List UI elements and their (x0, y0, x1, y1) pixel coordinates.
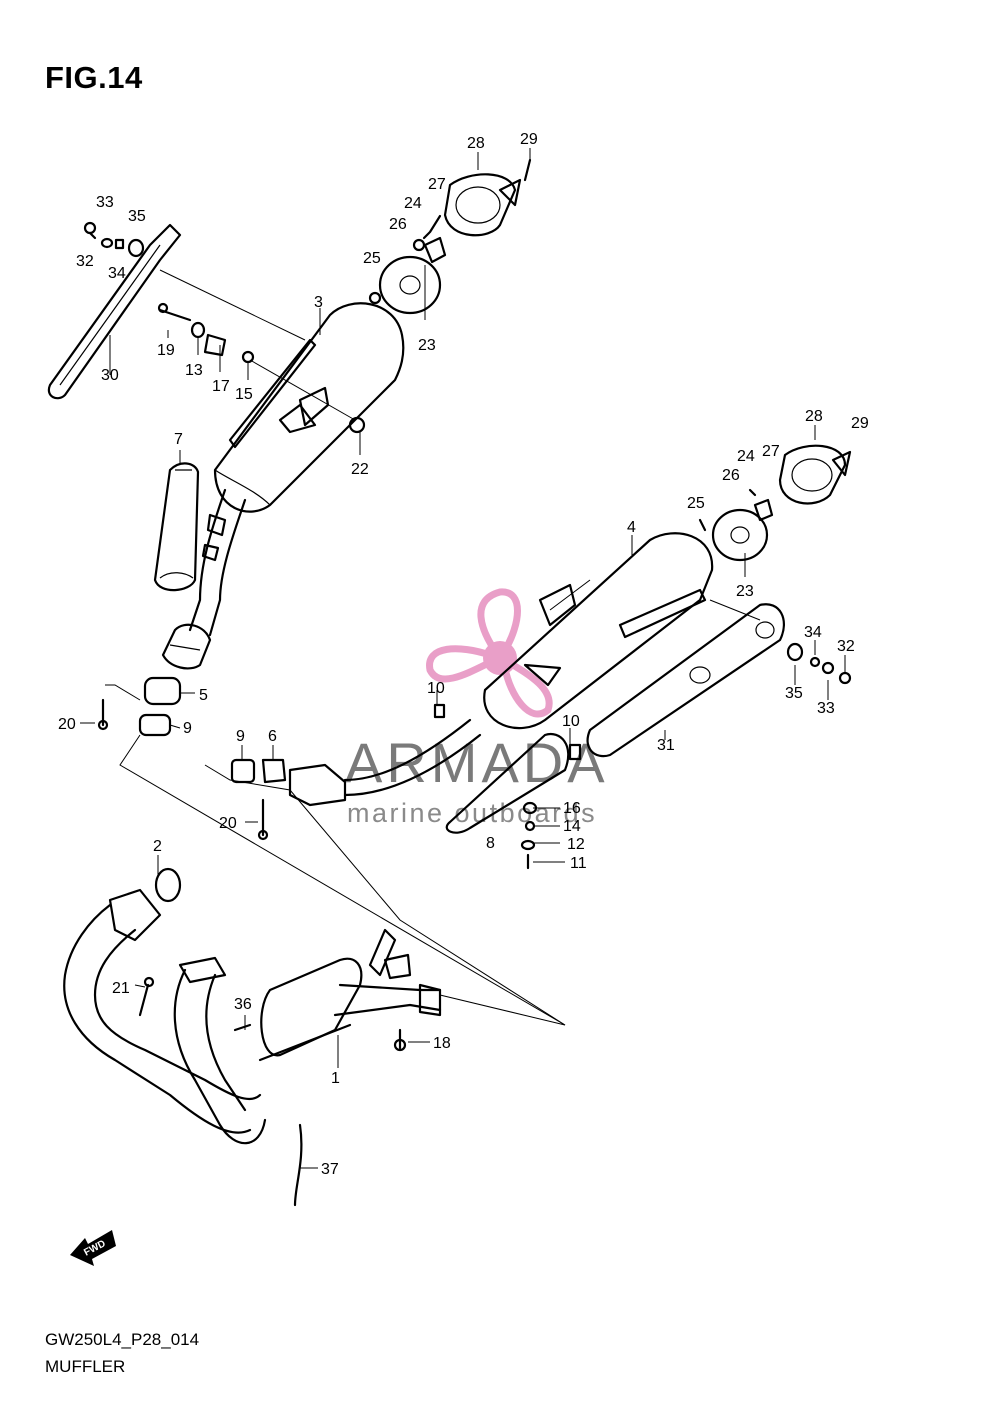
callout-12: 12 (567, 836, 585, 853)
right-end-cap (711, 444, 852, 562)
callout-37: 37 (321, 1161, 339, 1178)
callout-35a: 35 (128, 208, 146, 225)
callout-leaders (80, 148, 846, 1169)
callout-10b: 10 (562, 713, 580, 730)
callout-17: 17 (212, 378, 230, 395)
callout-27a: 27 (428, 176, 446, 193)
callout-29b: 29 (851, 415, 869, 432)
callout-27b: 27 (762, 443, 780, 460)
callout-19: 19 (157, 342, 175, 359)
forward-direction-icon: FWD (70, 1230, 116, 1266)
watermark-propeller-icon (426, 588, 553, 718)
callout-26a: 26 (389, 216, 407, 233)
callout-35b: 35 (785, 685, 803, 702)
callout-23a: 23 (418, 337, 436, 354)
callout-26b: 26 (722, 467, 740, 484)
callout-34b: 34 (804, 624, 822, 641)
callout-28b: 28 (805, 408, 823, 425)
front-exhaust-pipe (63, 867, 442, 1145)
callout-4: 4 (627, 519, 636, 536)
watermark-brand: ARMADA (345, 731, 609, 794)
callout-20b: 20 (219, 815, 237, 832)
callout-28a: 28 (467, 135, 485, 152)
callout-29a: 29 (520, 131, 538, 148)
callout-11: 11 (570, 855, 587, 872)
callout-20a: 20 (58, 716, 76, 733)
diagram-name: MUFFLER (45, 1357, 126, 1376)
callout-labels: 1 2 3 4 5 6 7 8 9 9 10 10 11 12 13 14 15… (58, 131, 869, 1178)
callout-34a: 34 (108, 265, 126, 282)
callout-36: 36 (234, 996, 252, 1013)
callout-21: 21 (112, 980, 130, 997)
callout-7: 7 (174, 431, 183, 448)
callout-16: 16 (563, 800, 581, 817)
callout-10a: 10 (427, 680, 445, 697)
callout-25a: 25 (363, 250, 381, 267)
callout-8: 8 (486, 835, 495, 852)
callout-6: 6 (268, 728, 277, 745)
callout-3: 3 (314, 294, 323, 311)
callout-25b: 25 (687, 495, 705, 512)
callout-15: 15 (235, 386, 253, 403)
callout-9a: 9 (183, 720, 192, 737)
callout-5: 5 (199, 687, 208, 704)
callout-32b: 32 (837, 638, 855, 655)
callout-33a: 33 (96, 194, 114, 211)
heat-guard-left (47, 223, 182, 400)
upper-end-cap (378, 173, 522, 315)
fastener-parts (83, 158, 852, 1207)
callout-22: 22 (351, 461, 369, 478)
right-muffler-assembly (288, 532, 785, 834)
callout-1: 1 (331, 1070, 340, 1087)
callout-14: 14 (563, 818, 581, 835)
callout-13: 13 (185, 362, 203, 379)
diagram-code: GW250L4_P28_014 (45, 1330, 200, 1349)
reference-lines (105, 269, 761, 1026)
callout-31: 31 (657, 737, 675, 754)
callout-30: 30 (101, 367, 119, 384)
upper-muffler-assembly (153, 302, 405, 670)
callout-18: 18 (433, 1035, 451, 1052)
figure-title: FIG.14 (45, 60, 143, 95)
callout-23b: 23 (736, 583, 754, 600)
callout-24b: 24 (737, 448, 755, 465)
callout-2: 2 (153, 838, 162, 855)
callout-24a: 24 (404, 195, 422, 212)
callout-33b: 33 (817, 700, 835, 717)
callout-9b: 9 (236, 728, 245, 745)
callout-32a: 32 (76, 253, 94, 270)
